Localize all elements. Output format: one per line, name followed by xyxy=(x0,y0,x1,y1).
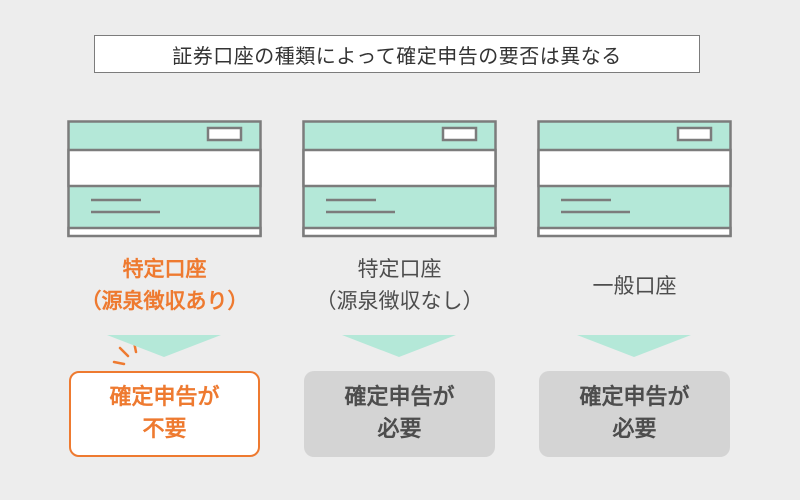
page-title: 証券口座の種類によって確定申告の要否は異なる xyxy=(94,35,700,73)
result-line-2: 必要 xyxy=(612,417,657,442)
result-required: 確定申告が 必要 xyxy=(304,371,495,457)
account-subtype: （源泉徴収あり） xyxy=(80,289,249,313)
down-arrow-icon xyxy=(577,335,691,357)
result-line-2: 不要 xyxy=(142,417,187,442)
column-tokutei-withholding: 特定口座 （源泉徴収あり） 確定申告が 不要 xyxy=(67,0,262,500)
bankbook-card-icon xyxy=(537,120,732,238)
column-tokutei-no-withholding: 特定口座 （源泉徴収なし） 確定申告が 必要 xyxy=(302,0,497,500)
result-line-1: 確定申告が xyxy=(109,385,220,410)
bankbook-card-icon xyxy=(302,120,497,238)
account-label: 特定口座 （源泉徴収あり） xyxy=(47,253,282,317)
account-name: 特定口座 xyxy=(122,257,207,281)
account-label: 一般口座 xyxy=(517,270,752,302)
result-not-required: 確定申告が 不要 xyxy=(69,371,260,457)
down-arrow-icon xyxy=(107,335,221,357)
result-line-1: 確定申告が xyxy=(344,385,455,410)
result-required: 確定申告が 必要 xyxy=(539,371,730,457)
account-label: 特定口座 （源泉徴収なし） xyxy=(282,253,517,317)
column-general-account: 一般口座 確定申告が 必要 xyxy=(537,0,732,500)
result-line-1: 確定申告が xyxy=(579,385,690,410)
account-name: 一般口座 xyxy=(592,274,677,298)
bankbook-card-icon xyxy=(67,120,262,238)
down-arrow-icon xyxy=(342,335,456,357)
account-name: 特定口座 xyxy=(357,257,442,281)
result-line-2: 必要 xyxy=(377,417,422,442)
account-subtype: （源泉徴収なし） xyxy=(315,289,484,313)
